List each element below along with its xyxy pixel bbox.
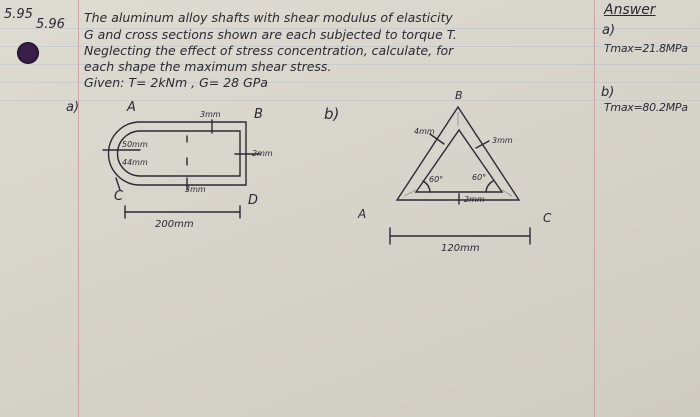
figure-b-dim-right: 3mm — [492, 136, 513, 145]
leader-c — [115, 177, 121, 191]
figure-b-label: b) — [324, 105, 340, 123]
margin-rule-right — [594, 0, 595, 417]
figure-a-corner-c: C — [114, 189, 124, 204]
section-a-inner-wall — [116, 130, 241, 177]
figure-b-dim-left: 4mm — [414, 127, 435, 136]
figure-a-dim-right: 2mm — [252, 149, 273, 158]
section-a-outer-wall — [107, 121, 247, 186]
ruled-line — [0, 28, 700, 29]
angle-left-arc — [422, 180, 431, 193]
figure-a-dim-top: 3mm — [200, 110, 221, 119]
answer-a-label: a) — [602, 23, 616, 38]
answer-a-value: Tmax=21.8MPa — [604, 42, 688, 55]
figure-b-dim-bottom: 2mm — [464, 195, 485, 204]
given-line: Given: T= 2kNm , G= 28 GPa — [84, 75, 268, 90]
figure-a-dim-bottom: 3mm — [185, 185, 206, 194]
figure-b-corner-b: B — [455, 89, 463, 102]
section-b-hatch — [501, 189, 513, 197]
section-b-hatch — [403, 189, 417, 197]
problem-number-bottom: 5.96 — [36, 17, 65, 32]
binder-hole — [17, 42, 39, 64]
figure-b-dim-base: 120mm — [441, 243, 480, 254]
ruled-line — [0, 46, 700, 47]
problem-line-2: G and cross sections shown are each subj… — [84, 27, 457, 42]
figure-a-dim-radius-inner: 44mm — [122, 158, 148, 167]
problem-line-3: Neglecting the effect of stress concentr… — [84, 43, 454, 58]
answer-b-value: Tmax=80.2MPa — [604, 101, 688, 114]
answer-b-label: b) — [601, 85, 615, 100]
figure-a-dim-radius-outer: 50mm — [122, 140, 148, 149]
figure-a-label: a) — [66, 100, 80, 115]
ruled-line — [0, 100, 700, 101]
figure-a-dim-length: 200mm — [155, 219, 194, 230]
figure-a-corner-a: A — [127, 100, 136, 115]
angle-right-arc — [485, 180, 494, 193]
problem-line-1: The aluminum alloy shafts with shear mod… — [84, 10, 453, 25]
ruled-line — [0, 64, 700, 65]
figure-b-corner-c: C — [543, 211, 552, 225]
section-b-inner-wall — [414, 128, 504, 193]
leader-b-right — [475, 140, 490, 149]
margin-rule-left — [78, 0, 79, 417]
figure-b-angle-right: 60° — [472, 173, 487, 182]
problem-line-4: each shape the maximum shear stress. — [84, 59, 332, 74]
leader-b-left — [429, 133, 445, 145]
figure-a-corner-d: D — [248, 193, 259, 208]
ruled-line — [0, 82, 700, 83]
answer-heading: Answer — [604, 2, 656, 18]
figure-b-corner-a: A — [358, 207, 367, 221]
section-b-outer-wall — [395, 105, 521, 201]
figure-a-corner-b: B — [254, 107, 263, 122]
problem-number-top: 5.95 — [4, 7, 33, 22]
figure-b-angle-left: 60° — [429, 175, 444, 184]
